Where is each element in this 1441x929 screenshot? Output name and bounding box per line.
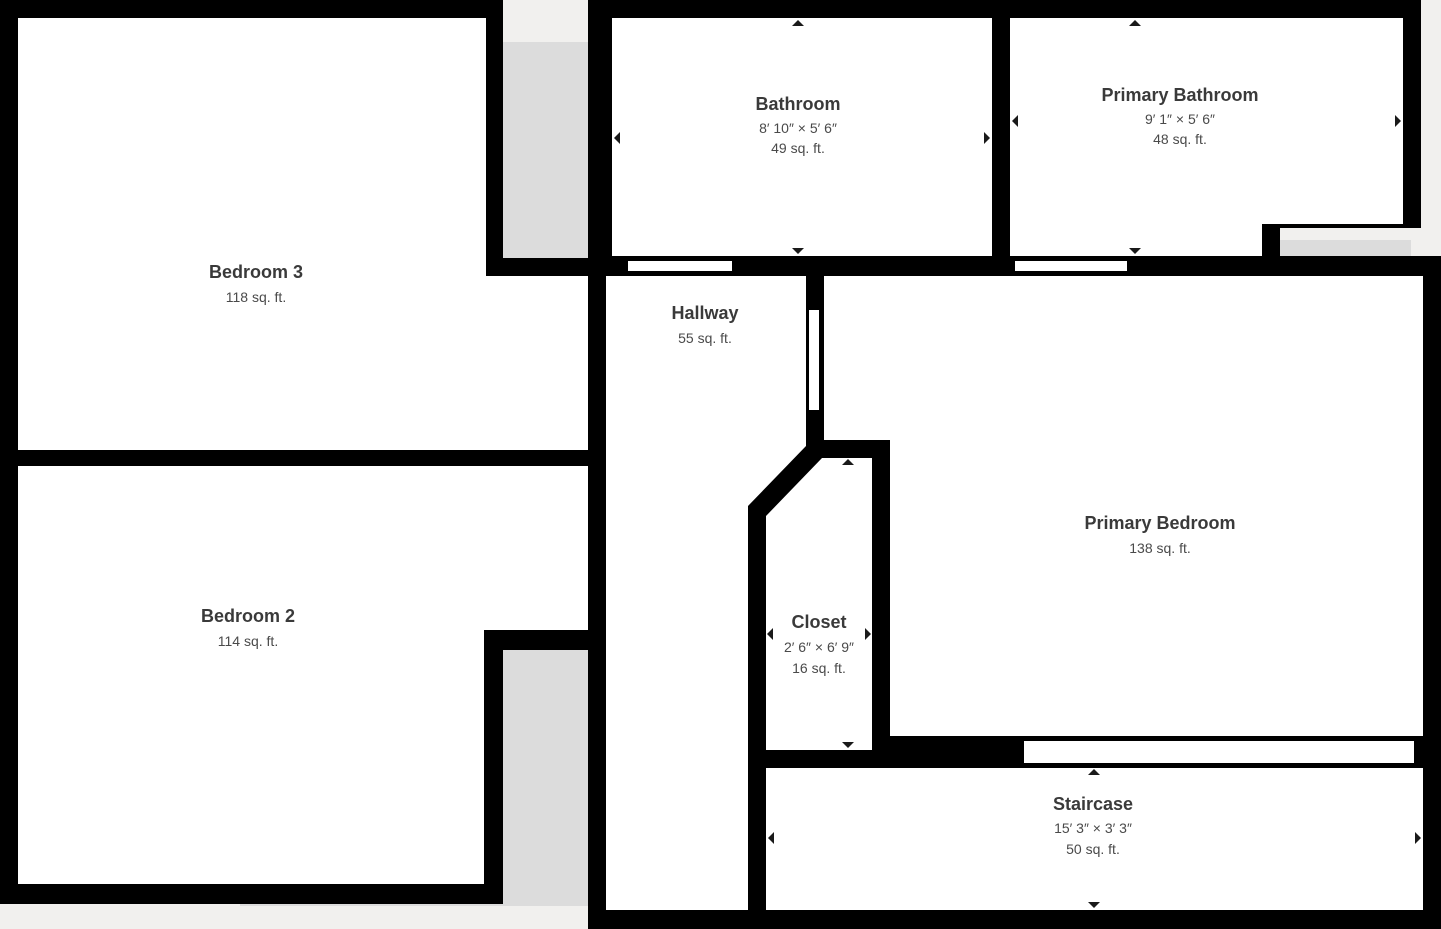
bedroom2-area: 114 sq. ft. bbox=[218, 633, 278, 649]
bathroom-dimensions: 8′ 10″ × 5′ 6″ bbox=[759, 120, 837, 136]
hallway-area: 55 sq. ft. bbox=[678, 330, 732, 346]
closet-area: 16 sq. ft. bbox=[792, 660, 846, 676]
primary-bedroom-floor bbox=[824, 276, 1423, 736]
primary-bathroom-door[interactable] bbox=[1015, 261, 1127, 271]
staircase-opening[interactable] bbox=[1024, 741, 1414, 763]
primary-bedroom-name: Primary Bedroom bbox=[1084, 513, 1235, 533]
primary-bathroom-dimensions: 9′ 1″ × 5′ 6″ bbox=[1145, 111, 1215, 127]
exterior-shade-bottom bbox=[500, 648, 592, 904]
exterior-shade-right bbox=[1276, 240, 1411, 260]
bedroom2-name: Bedroom 2 bbox=[201, 606, 295, 626]
staircase-name: Staircase bbox=[1053, 794, 1133, 814]
hallway-name: Hallway bbox=[671, 303, 738, 323]
bedroom3-area: 118 sq. ft. bbox=[226, 289, 286, 305]
closet-dimension-arrows bbox=[767, 459, 871, 748]
hallway-east-wall bbox=[748, 506, 766, 910]
primary-bedroom-area: 138 sq. ft. bbox=[1129, 540, 1190, 556]
exterior-shade-top bbox=[500, 42, 592, 260]
bathroom-area: 49 sq. ft. bbox=[771, 140, 825, 156]
primary-bathroom-area: 48 sq. ft. bbox=[1153, 131, 1207, 147]
bathroom-dimension-arrows bbox=[614, 20, 990, 254]
staircase-area: 50 sq. ft. bbox=[1066, 841, 1120, 857]
bedroom2-floor bbox=[18, 466, 590, 884]
bathroom-door[interactable] bbox=[628, 261, 732, 271]
primary-bathroom-name: Primary Bathroom bbox=[1101, 85, 1258, 105]
staircase-dimensions: 15′ 3″ × 3′ 3″ bbox=[1054, 820, 1132, 836]
closet-name: Closet bbox=[791, 612, 846, 632]
bedroom3-floor bbox=[18, 18, 590, 450]
staircase-floor bbox=[766, 768, 1423, 910]
closet-dimensions: 2′ 6″ × 6′ 9″ bbox=[784, 639, 854, 655]
staircase-dimension-arrows bbox=[768, 769, 1421, 908]
bathroom-name: Bathroom bbox=[756, 94, 841, 114]
bedroom3-name: Bedroom 3 bbox=[209, 262, 303, 282]
primary-bathroom-floor bbox=[1010, 18, 1403, 256]
primary-bedroom-door[interactable] bbox=[809, 310, 819, 410]
closet-floor-inner bbox=[766, 458, 872, 750]
bathroom-floor bbox=[612, 18, 992, 256]
primary-bathroom-dimension-arrows bbox=[1012, 20, 1401, 254]
